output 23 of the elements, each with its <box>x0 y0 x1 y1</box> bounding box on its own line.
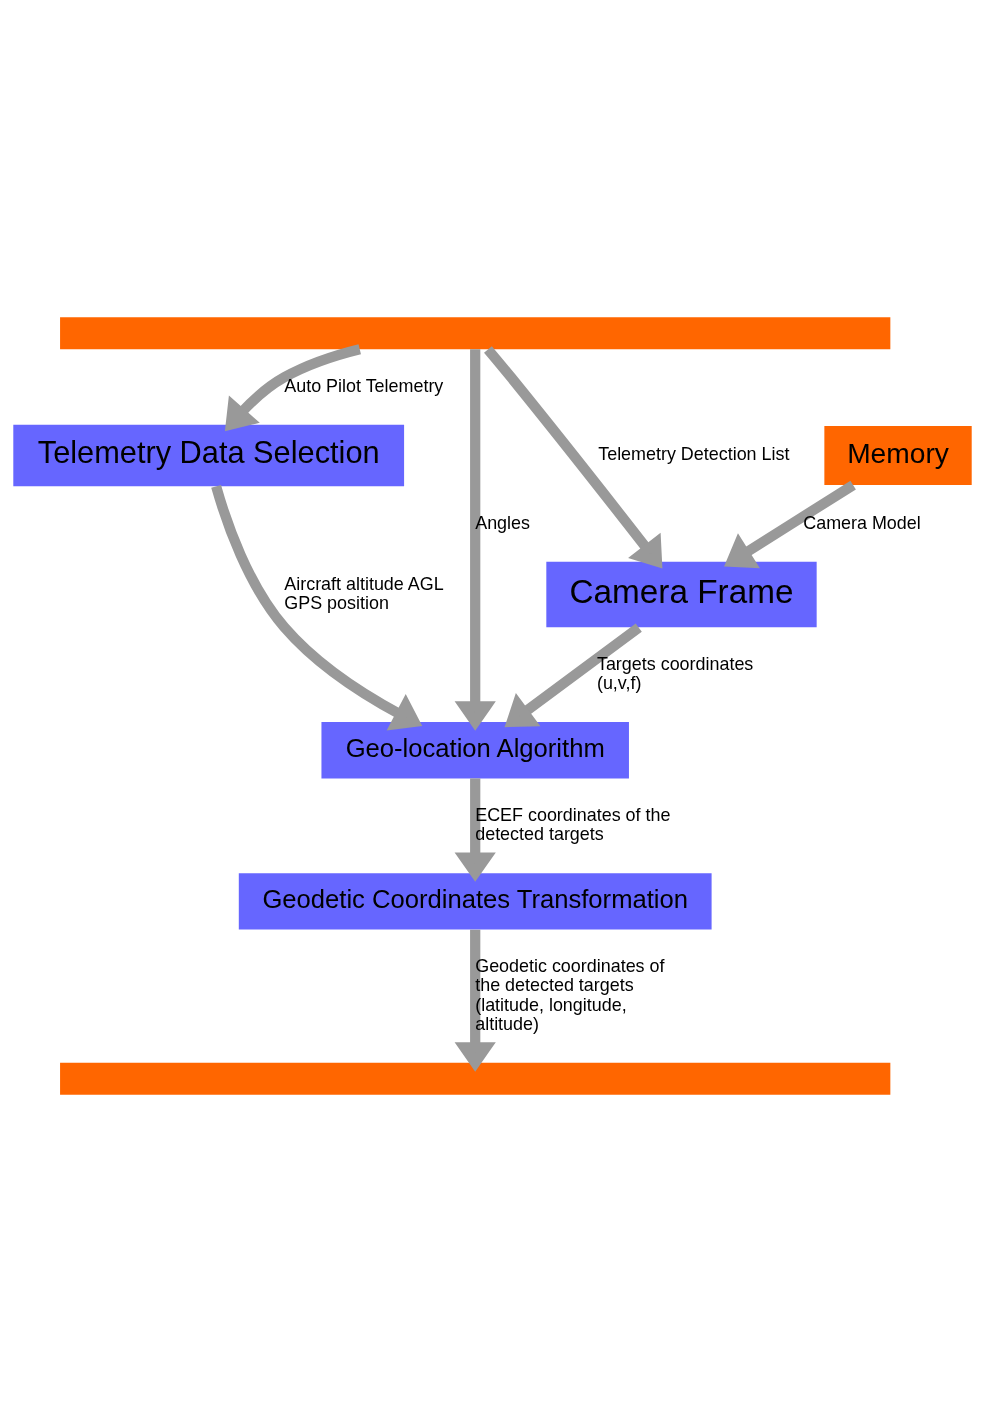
edge-label: Angles <box>475 512 531 533</box>
arrow <box>724 480 856 569</box>
node-bar <box>60 317 891 350</box>
arrow <box>484 346 663 569</box>
arrow <box>504 623 642 728</box>
edge-label: Geodetic coordinates of the detected targets (latitude, longitude, altitude) <box>475 956 665 1034</box>
node-box: Memory <box>824 426 972 485</box>
edge-label: Aircraft altitude AGL GPS position <box>284 573 444 613</box>
edge-label: Telemetry Detection List <box>598 444 790 465</box>
edge-label: Camera Model <box>803 512 921 533</box>
arrow <box>211 485 423 731</box>
node-box: Geodetic Coordinates Transformation <box>238 873 712 930</box>
arrow <box>454 349 496 731</box>
arrow <box>454 778 496 882</box>
edge-label: Targets coordinates (u,v,f) <box>596 653 754 693</box>
arrow <box>454 929 496 1072</box>
node-bar <box>60 1062 891 1095</box>
edge-label: ECEF coordinates of the detected targets <box>475 804 671 845</box>
arrow <box>224 344 361 432</box>
node-box: Geo-location Algorithm <box>321 722 629 779</box>
node-box: Camera Frame <box>546 561 817 628</box>
edge-label: Auto Pilot Telemetry <box>284 375 444 396</box>
node-box: Telemetry Data Selection <box>13 424 405 487</box>
